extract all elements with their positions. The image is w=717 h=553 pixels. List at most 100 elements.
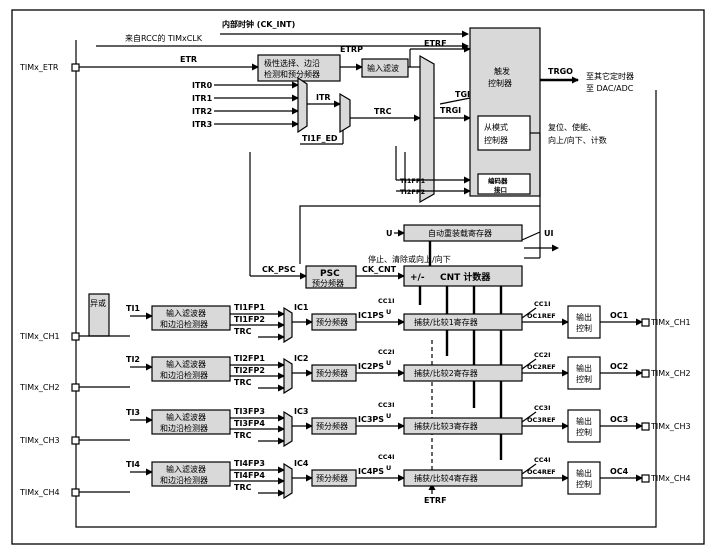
ch4-out-pin-label: TIMx_CH4 [650,474,691,483]
ch2-icps-label: IC2PS [358,362,384,371]
itr3-label: ITR3 [192,120,212,129]
ch4-in-pin-label: TIMx_CH4 [19,488,60,497]
ch2-out-pin-label: TIMx_CH2 [650,369,691,378]
etr-label: ETR [180,55,197,64]
ch1-u-label: U [386,308,391,316]
ch3-out-ctl-line1: 输出 [576,416,592,426]
cnt-plusminus: +/- [410,273,425,283]
etr-pin-label: TIMx_ETR [19,63,59,72]
ch3-ti-label: TI3 [126,408,140,417]
ch2-ic-label: IC2 [294,354,308,363]
cnt-label: CNT 计数器 [440,271,491,283]
ch3-cc-out-tick [521,411,537,423]
arr-box [403,224,523,242]
ctrl-line1: 触发 [494,66,510,76]
ch3-in-pin-label: TIMx_CH3 [19,436,60,445]
ch3-trc-label: TRC [234,431,252,440]
ch2-fp-a-label: TI2FP1 [234,354,265,363]
ui-tick [521,231,541,241]
trigger-mux [419,54,435,204]
ch4-fp-b-label: TI4FP4 [234,471,265,480]
ch1-filter-line2: 和边沿检测器 [160,319,208,329]
ch1-cc-out-tick [521,307,537,319]
ch1-filter-line1: 输入滤波器 [166,308,206,318]
ch2-out-ctl-box [567,356,601,390]
ch1-fp-a-label: TI1FP1 [234,303,265,312]
ch2-ocref-label: OC2REF [527,363,556,371]
trigger-controller-box [469,27,541,197]
bottom-etrf-label: ETRF [424,496,447,505]
encoder-box [477,173,531,195]
ch2-out-ctl-line1: 输出 [576,363,592,373]
ch4-ti-label: TI4 [126,460,140,469]
channels-group: TIMx_CH1TI1输入滤波器和边沿检测器TI1FP1TI1FP2TRCIC1… [19,297,691,500]
ch2-cc-in-label: CC2I [378,348,394,356]
ch4-filter-line1: 输入滤波器 [166,464,206,474]
itr0-label: ITR0 [192,81,213,90]
ch1-out-ctl-line2: 控制 [576,323,592,333]
etr-pin [71,63,80,72]
ch3-u-label: U [386,412,391,420]
ch1-ic-label: IC1 [294,303,309,312]
trc-label: TRC [374,107,392,116]
ch4-out-ctl-line1: 输出 [576,468,592,478]
encoder-line1: 编码器 [488,176,508,185]
etrf-label: ETRF [424,39,447,48]
ch4-oc-label: OC4 [610,467,629,476]
ch3-ocref-label: OC3REF [527,416,556,424]
ch1-in-pin-label: TIMx_CH1 [19,332,60,341]
ch4-trc-label: TRC [234,483,252,492]
psc-line2: 预分频器 [312,278,344,288]
ch3-cc-in-label: CC3I [378,401,394,409]
ch4-u-label: U [386,464,391,472]
ch1-out-pin [641,318,650,327]
ch1-out-ctl-box [567,305,601,339]
ch3-out-ctl-line2: 控制 [576,427,592,437]
ch4-psc-label: 预分频器 [316,473,348,483]
ch2-u-label: U [386,359,391,367]
slave-mode-box [477,115,531,151]
ch2-cc-out-label: CC2I [534,351,550,359]
trgo-dest1: 至其它定时器 [586,71,634,81]
ch2-out-pin [641,369,650,378]
ch4-cc-out-label: CC4I [534,456,550,464]
ch3-psc-label: 预分频器 [316,421,348,431]
ch3-cc-out-label: CC3I [534,404,550,412]
ch2-in-pin [71,383,80,392]
cnt-box [403,265,523,287]
ch2-filter-line1: 输入滤波器 [166,359,206,369]
etrp-label: ETRP [340,45,363,54]
ch4-icps-label: IC4PS [358,467,384,476]
slave-line1: 从模式 [484,122,508,132]
slave-line2: 控制器 [484,135,508,145]
ch1-psc-label: 预分频器 [316,317,348,327]
tgi-label: TGI [455,90,470,99]
ch1-cc-in-label: CC1I [378,297,394,305]
ch1-cc-out-label: CC1I [534,300,550,308]
ch4-fp-a-label: TI4FP3 [234,459,265,468]
ch1-out-pin-label: TIMx_CH1 [650,318,691,327]
polarity-line1: 极性选择、边沿 [264,58,320,68]
ch1-trc-label: TRC [234,327,252,336]
ch4-ocref-label: OC4REF [527,468,556,476]
inner-frame [75,40,657,528]
etr-input-filter-box [361,58,409,78]
outer-frame [11,9,705,545]
encoder-line2: 接口 [494,185,507,194]
ch4-ccr-label: 捕获/比较4寄存器 [414,473,478,483]
ch1-in-pin [71,332,80,341]
ch2-trc-label: TRC [234,378,252,387]
u-top-label: U [386,229,393,238]
ch4-out-pin [641,474,650,483]
ch3-ic-mux [283,410,293,448]
tgi-line [439,97,471,105]
ch1-out-ctl-line1: 输出 [576,312,592,322]
ch1-icps-label: IC1PS [358,311,384,320]
ch1-filter-box [151,305,231,331]
ch1-fp-b-label: TI1FP2 [234,315,265,324]
psc-line1: PSC [320,269,340,279]
trgo-dest2: 至 DAC/ADC [586,84,634,93]
ch4-cc-in-label: CC4I [378,453,394,461]
